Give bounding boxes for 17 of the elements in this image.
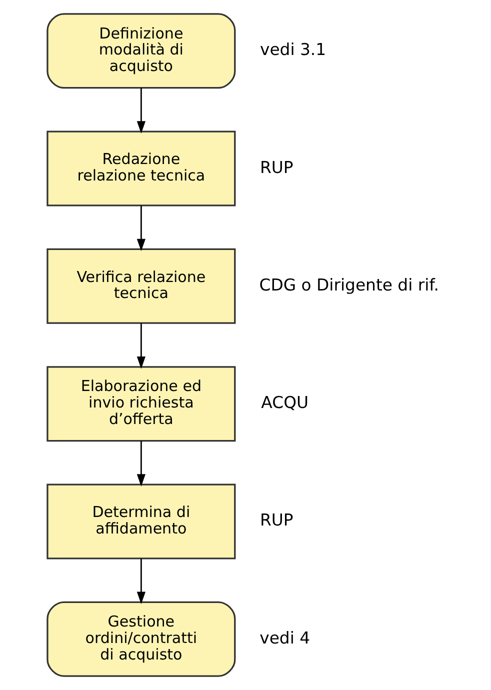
- arrow: [136, 88, 146, 134]
- node-box: Verifica relazione tecnica: [46, 248, 236, 324]
- node-label: RUP: [260, 158, 294, 177]
- node-label: ACQU: [261, 393, 308, 412]
- arrow: [136, 323, 146, 369]
- node-box: Gestione ordini/contratti di acquisto: [46, 601, 236, 677]
- arrow: [136, 558, 146, 604]
- node-label: vedi 3.1: [260, 40, 326, 60]
- node-box: Elaborazione ed invio richiesta d’offerta: [46, 366, 236, 442]
- arrow: [136, 440, 146, 486]
- node-label: vedi 4: [260, 628, 310, 648]
- arrow: [136, 206, 146, 252]
- node-label: CDG o Dirigente di rif.: [259, 275, 439, 294]
- node-box: Definizione modalità di acquisto: [46, 13, 236, 89]
- node-box: Redazione relazione tecnica: [46, 130, 236, 206]
- node-box: Determina di affidamento: [46, 484, 236, 560]
- node-label: RUP: [260, 510, 294, 530]
